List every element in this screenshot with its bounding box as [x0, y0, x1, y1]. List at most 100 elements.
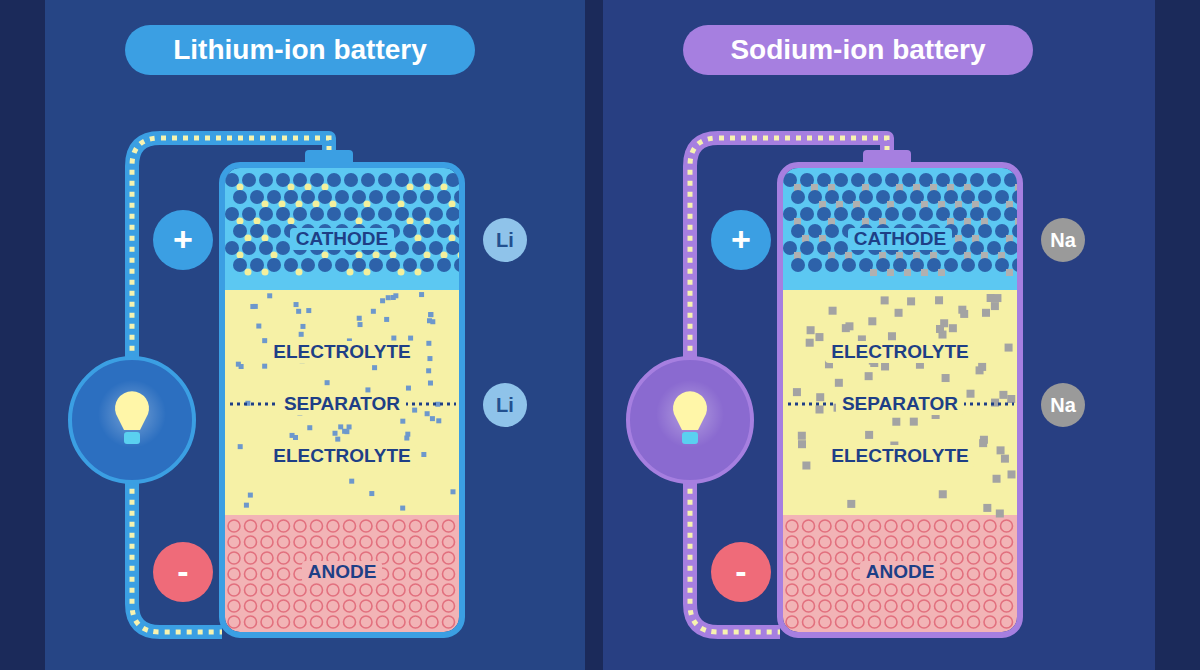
ion-dot [398, 201, 405, 208]
ion-dot [964, 252, 971, 259]
ion-dot [947, 184, 954, 191]
lattice-atom [250, 190, 264, 204]
ion-dot [847, 500, 855, 508]
anode-ring [951, 584, 963, 596]
ion-dot [896, 184, 903, 191]
lattice-atom [429, 241, 443, 255]
anode-ring [1001, 584, 1013, 596]
ion-dot [802, 462, 810, 470]
ion-dot [879, 218, 886, 225]
anode-ring [443, 568, 455, 580]
lattice-atom [378, 173, 392, 187]
anode-ring [410, 616, 422, 628]
anode-ring [426, 616, 438, 628]
ion-dot [421, 452, 426, 457]
lattice-atom [276, 173, 290, 187]
lattice-atom [386, 190, 400, 204]
ion-dot [845, 252, 852, 259]
anode-ring [410, 584, 422, 596]
anode-ring [968, 600, 980, 612]
anode-ring [228, 616, 240, 628]
ion-symbol: Li [483, 218, 527, 262]
cathode-layer: CATHODE [786, 189, 1014, 289]
anode-ring [836, 568, 848, 580]
lattice-atom [327, 173, 341, 187]
electrolyte-layer: ELECTROLYTESEPARATORELECTROLYTE [786, 304, 1014, 504]
anode-ring [918, 584, 930, 596]
anode-ring [443, 536, 455, 548]
anode-ring [393, 584, 405, 596]
anode-ring [819, 584, 831, 596]
ion-dot [819, 235, 826, 242]
positive-terminal: + [711, 210, 771, 270]
ion-dot [865, 372, 873, 380]
anode-ring [410, 600, 422, 612]
lattice-atom [369, 190, 383, 204]
ion-dot [981, 218, 988, 225]
ion-dot [942, 374, 950, 382]
anode-ring [902, 584, 914, 596]
anode-ring [786, 568, 798, 580]
anode-ring [984, 568, 996, 580]
lattice-atom [352, 190, 366, 204]
ion-dot [828, 218, 835, 225]
ion-dot [322, 184, 329, 191]
anode-ring [984, 536, 996, 548]
anode-ring [294, 584, 306, 596]
lattice-atom [361, 207, 375, 221]
anode-ring [968, 584, 980, 596]
ion-dot [419, 292, 424, 297]
anode-ring [393, 600, 405, 612]
lattice-atom [859, 190, 873, 204]
lattice-atom [420, 190, 434, 204]
bulb-glass [673, 391, 707, 430]
lattice-atom [327, 207, 341, 221]
ion-dot [955, 201, 962, 208]
anode-ring [426, 584, 438, 596]
ion-dot [982, 309, 990, 317]
anode-ring [819, 568, 831, 580]
lattice-atom [978, 190, 992, 204]
ion-dot [1015, 218, 1017, 225]
ion-dot [391, 336, 396, 341]
anode-ring [261, 536, 273, 548]
lattice-atom [361, 173, 375, 187]
anode-ring [377, 616, 389, 628]
ion-dot [424, 184, 431, 191]
ion-dot [390, 252, 397, 259]
ion-dot [991, 302, 999, 310]
anode-ring [228, 600, 240, 612]
anode-ring [393, 536, 405, 548]
ion-dot [921, 269, 928, 276]
ion-symbol-text: Li [496, 394, 514, 417]
anode-ring [393, 568, 405, 580]
title-pill: Lithium-ion battery [125, 25, 475, 75]
anode-ring [261, 552, 273, 564]
ion-dot [938, 269, 945, 276]
anode-ring [377, 600, 389, 612]
anode-ring [869, 584, 881, 596]
lattice-atom [310, 173, 324, 187]
anode-ring [968, 536, 980, 548]
ion-dot [895, 309, 903, 317]
cathode-layer-text: CATHODE [848, 228, 953, 250]
ion-dot [299, 332, 304, 337]
anode-ring [245, 616, 257, 628]
negative-terminal: - [153, 542, 213, 602]
battery-body [222, 165, 462, 635]
bulb-base [682, 432, 698, 444]
anode-ring [294, 616, 306, 628]
anode-ring [852, 536, 864, 548]
ion-dot [300, 324, 305, 329]
lattice-atom [1012, 224, 1017, 238]
ion-dot [426, 368, 431, 373]
ion-dot [441, 184, 448, 191]
lattice-atom [369, 258, 383, 272]
anode-lattice [228, 520, 455, 628]
ion-symbol-text: Na [1050, 229, 1076, 252]
ion-dot [237, 218, 244, 225]
anode-ring [968, 568, 980, 580]
lattice-atom [970, 173, 984, 187]
lattice-atom [403, 224, 417, 238]
anode-ring [278, 568, 290, 580]
